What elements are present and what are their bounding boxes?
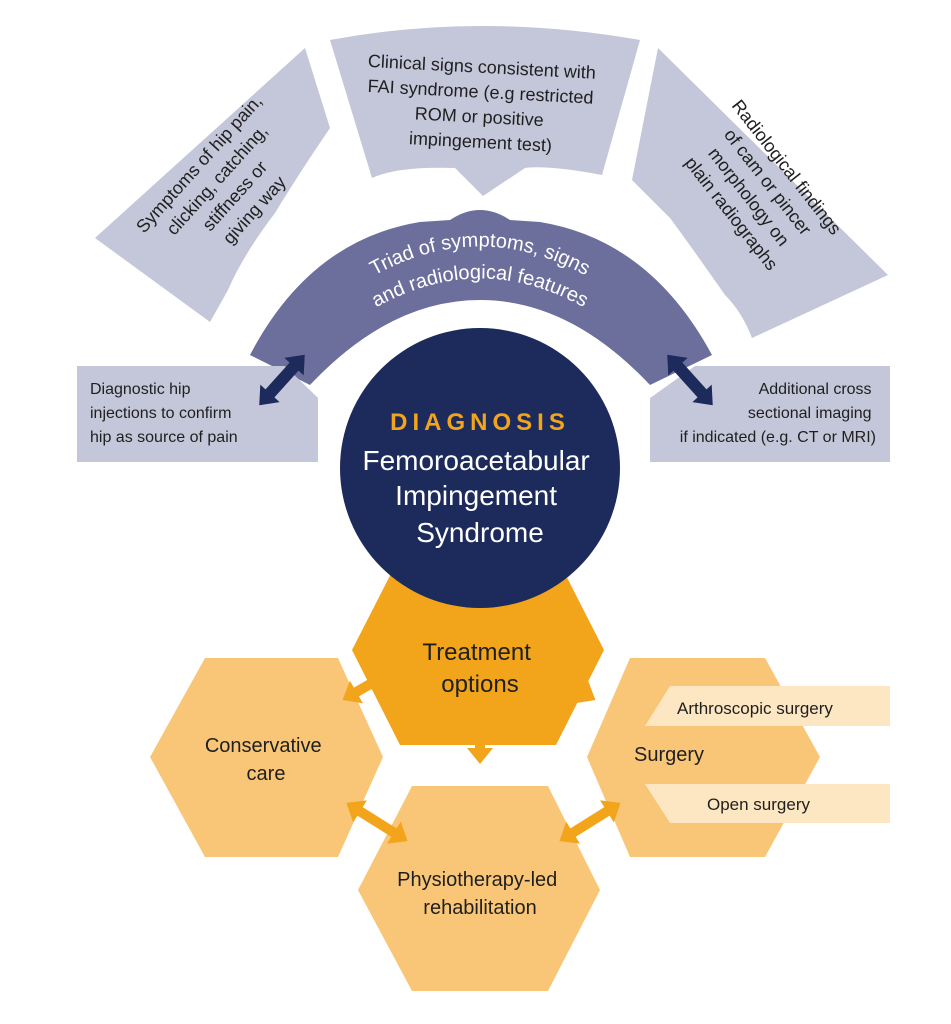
injections-line-3: hip as source of pain <box>90 429 238 446</box>
diagnosis-circle: DIAGNOSIS Femoroacetabular Impingement S… <box>340 328 620 608</box>
conservative-line-2: care <box>247 763 286 785</box>
surgery-label: Surgery <box>634 744 704 766</box>
svg-text:Additional cross section: Additional cross sectional imaging if in… <box>680 381 876 446</box>
physiotherapy-hexagon: Physiotherapy-led rehabilitation <box>358 786 600 991</box>
diagnosis-line-3: Syndrome <box>416 517 544 548</box>
double-arrow-right <box>667 354 713 406</box>
svg-text:Diagnostic hip injection: Diagnostic hip injections to confirm hip… <box>90 381 238 446</box>
diagnosis-label: DIAGNOSIS <box>390 409 570 436</box>
imaging-line-1: Additional cross <box>759 381 872 398</box>
treatment-line-2: options <box>441 671 518 698</box>
diagnosis-line-1: Femoroacetabular <box>362 445 589 476</box>
diagnosis-line-2: Impingement <box>395 480 557 511</box>
physio-line-1: Physiotherapy-led <box>397 869 557 891</box>
double-arrow-surgery-physio <box>559 800 621 844</box>
outer-segment-clinical-signs: Clinical signs consistent with FAI syndr… <box>330 26 640 196</box>
triad-band: Triad of symptoms, signs and radiologica… <box>250 210 712 385</box>
imaging-line-3: if indicated (e.g. CT or MRI) <box>680 429 876 446</box>
treatment-line-1: Treatment <box>422 639 531 666</box>
double-arrow-left <box>259 354 305 406</box>
svg-text:Conservative care: Conservative care <box>205 735 327 785</box>
arthroscopic-surgery-banner: Arthroscopic surgery <box>645 686 890 726</box>
physio-line-2: rehabilitation <box>423 897 536 919</box>
outer-segment-symptoms: Symptoms of hip pain, clicking, catching… <box>95 48 330 322</box>
arthroscopic-label: Arthroscopic surgery <box>677 699 833 718</box>
conservative-line-1: Conservative <box>205 735 322 757</box>
svg-text:Treatment options: Treatment options <box>422 639 537 698</box>
conservative-care-hexagon: Conservative care <box>150 658 383 857</box>
double-arrow-conservative-physio <box>346 800 408 844</box>
outer-segment-radiological: Radiological findings of cam or pincer m… <box>632 48 888 338</box>
open-surgery-label: Open surgery <box>707 795 810 814</box>
arrow-to-physiotherapy <box>467 730 493 764</box>
arrow-to-surgery <box>563 678 596 704</box>
open-surgery-banner: Open surgery <box>645 784 890 823</box>
injections-line-2: injections to confirm <box>90 405 231 422</box>
arrow-to-conservative <box>342 678 375 704</box>
svg-text:Physiotherapy-led rehabi: Physiotherapy-led rehabilitation <box>397 869 563 919</box>
injections-line-1: Diagnostic hip <box>90 381 191 398</box>
svg-text:Femoroacetabular Impinge: Femoroacetabular Impingement Syndrome <box>362 445 597 548</box>
side-box-injections: Diagnostic hip injections to confirm hip… <box>77 366 318 462</box>
imaging-line-2: sectional imaging <box>748 405 872 422</box>
treatment-options-hexagon: Treatment options <box>352 556 604 745</box>
